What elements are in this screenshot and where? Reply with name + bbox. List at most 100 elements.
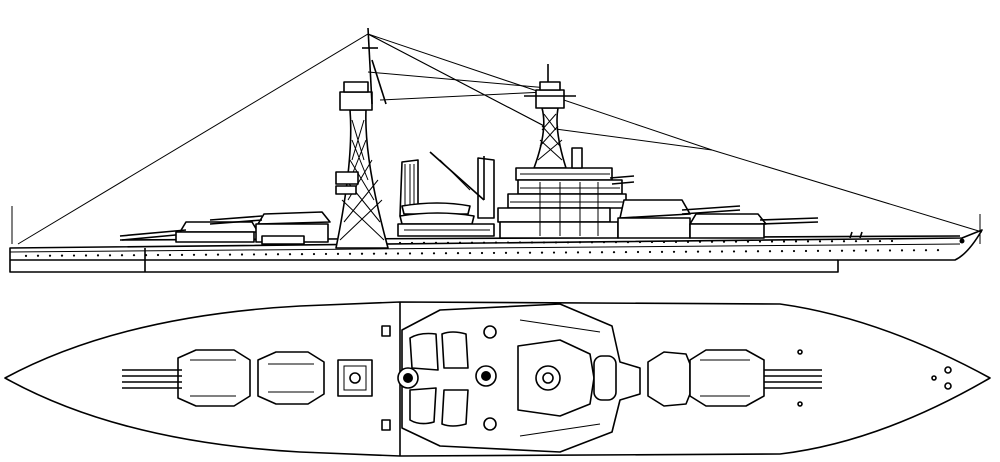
porthole xyxy=(650,240,654,244)
porthole xyxy=(144,253,148,257)
porthole xyxy=(180,253,184,256)
porthole xyxy=(168,253,172,257)
boats-amidships xyxy=(397,202,495,237)
porthole xyxy=(696,250,700,253)
porthole xyxy=(432,252,436,255)
porthole xyxy=(506,241,510,244)
porthole xyxy=(396,252,400,255)
porthole xyxy=(458,241,462,244)
porthole xyxy=(590,241,594,244)
porthole xyxy=(132,254,136,257)
porthole xyxy=(852,249,856,252)
porthole xyxy=(840,249,844,252)
porthole xyxy=(900,249,904,252)
porthole xyxy=(830,240,834,243)
porthole xyxy=(312,252,316,256)
porthole xyxy=(722,240,726,243)
porthole xyxy=(770,240,774,243)
porthole xyxy=(240,253,244,256)
porthole xyxy=(372,252,376,255)
porthole xyxy=(552,251,556,254)
porthole xyxy=(108,254,112,257)
porthole xyxy=(60,254,64,257)
porthole xyxy=(876,249,880,252)
porthole xyxy=(156,253,160,257)
porthole xyxy=(854,240,858,243)
porthole xyxy=(192,253,196,256)
top-plan-view xyxy=(4,301,991,457)
porthole xyxy=(564,251,568,254)
porthole xyxy=(576,251,580,254)
porthole xyxy=(626,240,630,244)
porthole xyxy=(96,254,100,257)
porthole xyxy=(408,252,412,255)
porthole xyxy=(578,241,582,244)
porthole xyxy=(588,251,592,254)
porthole xyxy=(638,240,642,244)
porthole xyxy=(698,240,702,243)
porthole xyxy=(768,250,772,253)
porthole xyxy=(228,253,232,256)
aft-turret-3-plan xyxy=(257,351,325,405)
porthole xyxy=(912,249,916,252)
porthole xyxy=(422,241,426,245)
porthole xyxy=(684,250,688,253)
porthole xyxy=(216,253,220,256)
superstructure-plan xyxy=(397,303,641,453)
porthole xyxy=(602,241,606,244)
porthole xyxy=(648,250,652,254)
porthole xyxy=(494,241,498,244)
porthole xyxy=(888,249,892,252)
porthole xyxy=(384,252,388,255)
porthole xyxy=(878,239,882,243)
forward-turret-2-plan xyxy=(647,351,691,407)
porthole xyxy=(72,254,76,257)
porthole xyxy=(636,250,640,254)
porthole xyxy=(746,240,750,243)
forward-turret-1-plan xyxy=(689,349,822,407)
side-elevation-view xyxy=(9,27,983,273)
porthole xyxy=(336,252,340,255)
porthole xyxy=(924,249,928,252)
porthole xyxy=(84,254,88,257)
aft-lattice-mast xyxy=(335,27,389,249)
porthole xyxy=(540,251,544,254)
porthole xyxy=(674,240,678,243)
porthole xyxy=(756,250,760,253)
forward-turret-1-side xyxy=(689,213,819,239)
porthole xyxy=(686,240,690,243)
porthole xyxy=(660,250,664,253)
porthole xyxy=(758,240,762,243)
porthole xyxy=(434,241,438,244)
jackstaff xyxy=(849,231,863,239)
porthole xyxy=(662,240,666,244)
porthole xyxy=(204,253,208,256)
porthole xyxy=(782,240,786,243)
porthole xyxy=(24,254,28,257)
porthole xyxy=(600,251,604,254)
porthole xyxy=(398,241,402,245)
porthole xyxy=(864,249,868,252)
porthole xyxy=(470,241,474,244)
porthole xyxy=(504,251,508,254)
porthole xyxy=(542,241,546,244)
forward-turret-2-side xyxy=(617,199,741,239)
porthole xyxy=(816,249,820,252)
anchor-hawse xyxy=(959,238,965,244)
hull-plan-outline xyxy=(4,301,991,457)
porthole xyxy=(624,250,628,254)
porthole xyxy=(288,253,292,256)
porthole xyxy=(492,251,496,255)
porthole xyxy=(530,241,534,244)
porthole xyxy=(710,240,714,243)
porthole xyxy=(348,252,352,255)
forward-lattice-mast xyxy=(524,64,576,169)
porthole xyxy=(468,251,472,255)
deck-fitting-small xyxy=(381,325,391,337)
aft-turret-4-side xyxy=(209,211,331,245)
porthole xyxy=(456,252,460,255)
hull-side xyxy=(9,229,983,273)
porthole xyxy=(794,240,798,243)
porthole xyxy=(324,252,328,256)
porthole xyxy=(780,250,784,253)
